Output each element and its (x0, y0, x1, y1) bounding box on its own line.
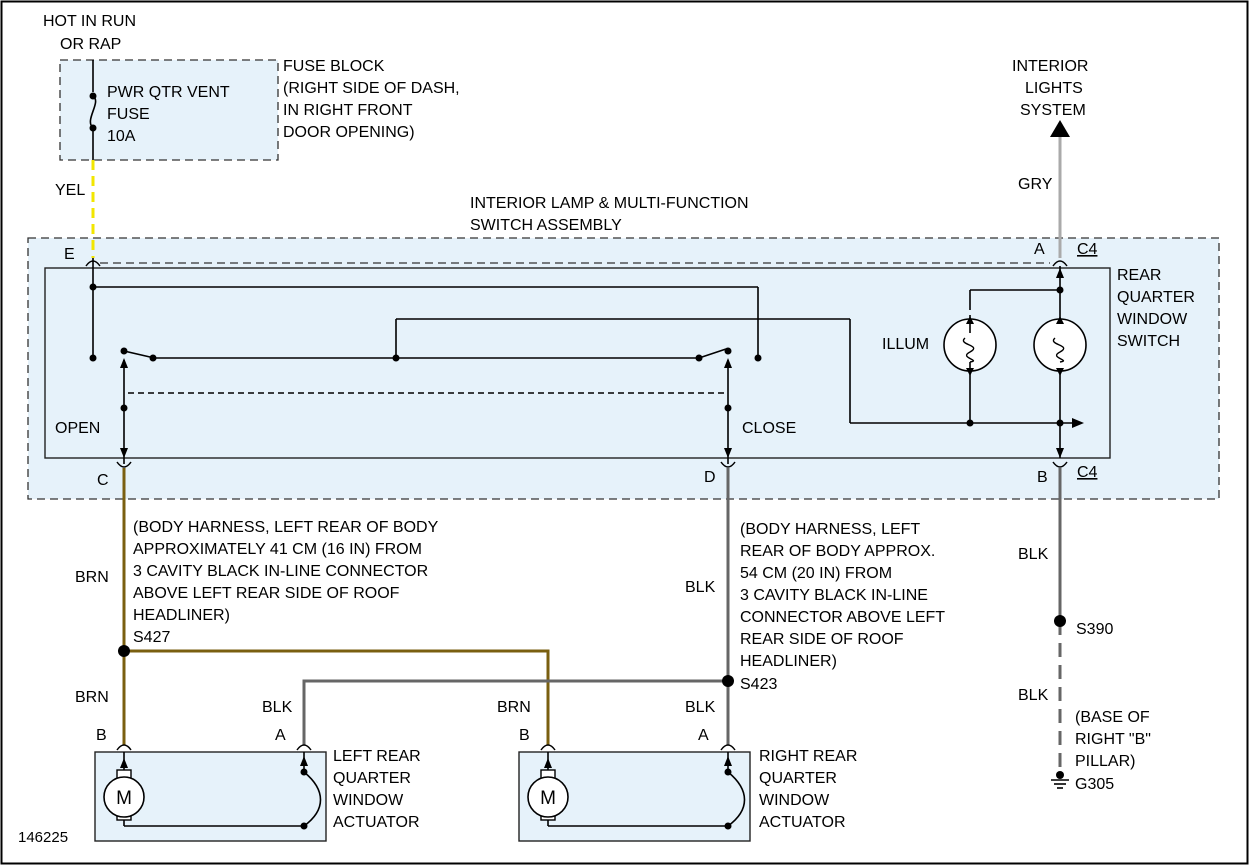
wire-label-yel: YEL (55, 182, 85, 199)
s423-name: S423 (740, 676, 777, 693)
s427-name: S427 (133, 629, 170, 646)
position-open: OPEN (55, 420, 100, 437)
right-actuator-line4: ACTUATOR (759, 814, 846, 831)
s427-note-line4: ABOVE LEFT REAR SIDE OF ROOF (133, 585, 400, 602)
interior-lights-line3: SYSTEM (1020, 102, 1086, 119)
right-actuator-line3: WINDOW (759, 792, 830, 809)
left-actuator-line2: QUARTER (333, 770, 411, 787)
wire-label-blk-switch: BLK (685, 579, 716, 596)
fuse-rating: 10A (107, 128, 136, 145)
switch-circuit (89, 258, 1084, 464)
left-motor-label: M (116, 788, 132, 809)
left-pin-b-label: B (96, 727, 107, 744)
left-actuator-line1: LEFT REAR (333, 748, 421, 765)
assembly-title-line1: INTERIOR LAMP & MULTI-FUNCTION (470, 195, 749, 212)
wire-label-brn-right: BRN (497, 699, 531, 716)
s390-name: S390 (1076, 621, 1113, 638)
switch-assembly-box (27, 237, 1220, 500)
switch-label-line2: QUARTER (1117, 289, 1195, 306)
left-pin-a-label: A (275, 727, 286, 744)
right-pin-a-label: A (698, 727, 709, 744)
s423-note-line7: HEADLINER) (740, 653, 837, 670)
s423-note-line2: REAR OF BODY APPROX. (740, 543, 935, 560)
wire-brn-right (124, 649, 550, 745)
splice-s423-icon (722, 675, 734, 687)
fuse-name-line1: PWR QTR VENT (107, 84, 230, 101)
interior-lights-arrow-icon (1050, 120, 1070, 137)
pin-b-label: B (1037, 469, 1048, 486)
right-pin-b-label: B (519, 727, 530, 744)
ground-note-line3: PILLAR) (1075, 753, 1135, 770)
s427-note-line1: (BODY HARNESS, LEFT REAR OF BODY (133, 519, 439, 536)
switch-label-line3: WINDOW (1117, 311, 1188, 328)
s423-note-line1: (BODY HARNESS, LEFT (740, 521, 920, 538)
left-actuator-line4: ACTUATOR (333, 814, 420, 831)
wire-label-blk-right: BLK (685, 699, 716, 716)
left-motor-icon: M (103, 769, 145, 821)
pin-e-label: E (64, 246, 75, 263)
fuse-name-line2: FUSE (107, 106, 150, 123)
fuse-block-line4: DOOR OPENING) (283, 124, 415, 141)
wire-label-blk-ground-lower: BLK (1018, 687, 1049, 704)
left-actuator-line3: WINDOW (333, 792, 404, 809)
position-close: CLOSE (742, 420, 796, 437)
power-source-line1: HOT IN RUN (43, 13, 136, 30)
fuse-block-line1: FUSE BLOCK (283, 58, 385, 75)
wire-label-brn-lower: BRN (75, 689, 109, 706)
s423-note-line4: 3 CAVITY BLACK IN-LINE (740, 587, 928, 604)
right-actuator-line1: RIGHT REAR (759, 748, 857, 765)
ground-icon (1051, 771, 1069, 789)
s427-note-line5: HEADLINER) (133, 607, 230, 624)
wire-label-brn-upper: BRN (75, 569, 109, 586)
ground-name: G305 (1075, 776, 1114, 793)
wire-label-blk-ground-upper: BLK (1018, 546, 1049, 563)
pin-c-label: C (97, 472, 109, 489)
connector-c4-top: C4 (1077, 241, 1098, 258)
illum-label: ILLUM (882, 336, 929, 353)
wire-blk-left-actuator (302, 679, 728, 745)
connector-c4-bottom: C4 (1077, 464, 1098, 481)
s423-note-line6: REAR SIDE OF ROOF (740, 631, 904, 648)
illum-lamp-icon (943, 315, 997, 378)
splice-s427-icon (118, 645, 130, 657)
s427-note-line3: 3 CAVITY BLACK IN-LINE CONNECTOR (133, 563, 428, 580)
splice-s390-icon (1054, 615, 1066, 627)
fuse-block-line3: IN RIGHT FRONT (283, 102, 413, 119)
switch-label-line1: REAR (1117, 267, 1161, 284)
s423-note-line3: 54 CM (20 IN) FROM (740, 565, 892, 582)
fuse-block (59, 59, 279, 161)
right-actuator-line2: QUARTER (759, 770, 837, 787)
fuse-icon (89, 60, 97, 160)
assembly-title-line2: SWITCH ASSEMBLY (470, 217, 622, 234)
wire-label-gry: GRY (1018, 176, 1053, 193)
figure-id: 146225 (18, 829, 68, 846)
wire-label-blk-left: BLK (262, 699, 293, 716)
power-source-line2: OR RAP (60, 36, 121, 53)
right-motor-icon: M (527, 769, 569, 821)
s423-note-line5: CONNECTOR ABOVE LEFT (740, 609, 945, 626)
s427-note-line2: APPROXIMATELY 41 CM (16 IN) FROM (133, 541, 422, 558)
dome-lamp-icon (1033, 316, 1087, 376)
pin-d-label: D (704, 469, 716, 486)
right-motor-label: M (540, 788, 556, 809)
interior-lights-line1: INTERIOR (1012, 58, 1088, 75)
fuse-block-line2: (RIGHT SIDE OF DASH, (283, 80, 460, 97)
ground-note-line2: RIGHT "B" (1075, 731, 1151, 748)
interior-lights-line2: LIGHTS (1025, 80, 1083, 97)
switch-label-line4: SWITCH (1117, 333, 1180, 350)
ground-note-line1: (BASE OF (1075, 709, 1150, 726)
pin-a-label: A (1034, 241, 1045, 258)
